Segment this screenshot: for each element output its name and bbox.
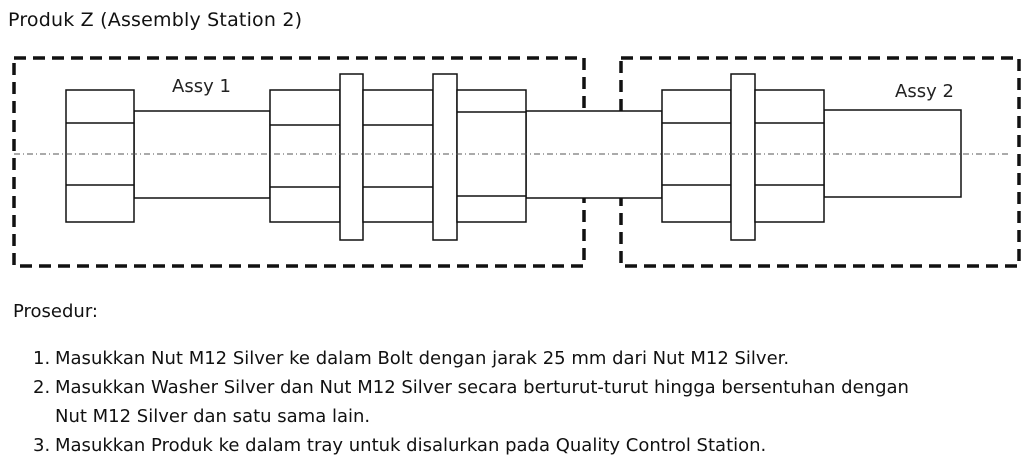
step-number: 3. — [33, 435, 51, 456]
assy1-nut-2 — [362, 89, 434, 223]
procedure-step: 1. Masukkan Nut M12 Silver ke dalam Bolt… — [33, 344, 1013, 373]
step-text: Masukkan Produk ke dalam tray untuk disa… — [55, 435, 767, 456]
procedure-heading: Prosedur: — [13, 301, 98, 322]
assy1-washer-2 — [432, 73, 458, 241]
procedure-steps: 1. Masukkan Nut M12 Silver ke dalam Bolt… — [33, 344, 1013, 460]
bolt-shaft-assy1 — [133, 110, 271, 199]
step-text: Masukkan Nut M12 Silver ke dalam Bolt de… — [55, 348, 790, 369]
step-number: 2. — [33, 377, 51, 398]
assy1-washer-1 — [339, 73, 364, 241]
assy2-nut-2 — [754, 89, 825, 223]
assy2-label: Assy 2 — [895, 81, 954, 102]
assy2-nut-1 — [661, 89, 732, 223]
page-title: Produk Z (Assembly Station 2) — [8, 9, 303, 31]
assy1-label: Assy 1 — [172, 76, 231, 97]
assy1-nut-3 — [456, 89, 527, 223]
assy2-washer — [730, 73, 756, 241]
step-number: 1. — [33, 348, 51, 369]
bolt-head — [65, 89, 135, 223]
procedure-step: 3. Masukkan Produk ke dalam tray untuk d… — [33, 431, 1013, 460]
assy1-nut-1 — [269, 89, 341, 223]
assembly-diagram: Assy 1 Assy 2 — [12, 56, 1021, 268]
assembly-drawing: Assy 1 Assy 2 — [12, 56, 1021, 268]
procedure-step: 2. Masukkan Washer Silver dan Nut M12 Si… — [33, 373, 1013, 431]
step-text: Masukkan Washer Silver dan Nut M12 Silve… — [55, 377, 909, 427]
